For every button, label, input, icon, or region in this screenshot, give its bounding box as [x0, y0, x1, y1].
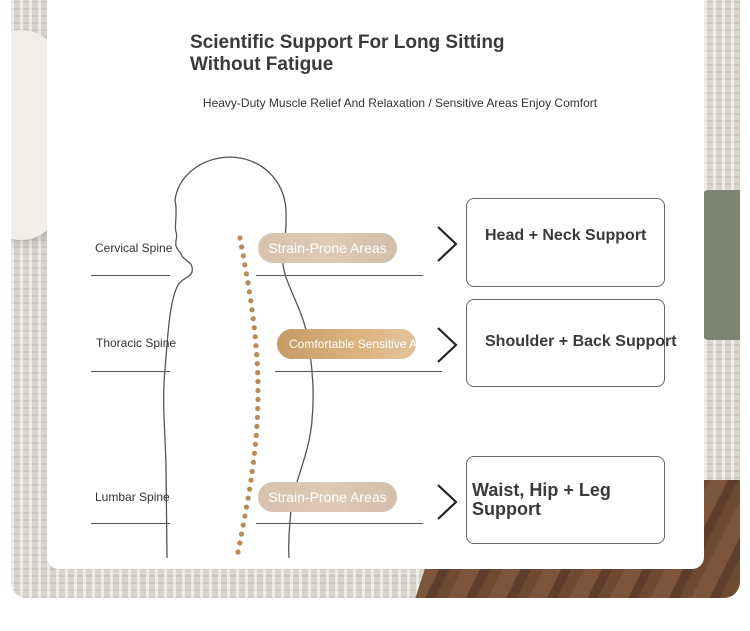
spine-dot: [237, 540, 243, 546]
spine-dot: [255, 405, 261, 412]
spine-dot: [240, 522, 246, 528]
support-box-head-neck: Head + Neck Support: [466, 198, 665, 287]
spine-dot: [248, 477, 254, 483]
spine-dot: [251, 450, 258, 456]
spine-dot: [250, 459, 256, 465]
spine-dot: [245, 495, 251, 501]
spine-dots: [235, 235, 261, 555]
page-title: Scientific Support For Long Sitting With…: [190, 32, 505, 75]
spine-dot: [247, 486, 253, 492]
support-label-head-neck: Head + Neck Support: [485, 227, 647, 244]
chevron-right-icon: [437, 226, 458, 262]
page-subtitle: Heavy-Duty Muscle Relief And Relaxation …: [202, 96, 598, 110]
spine-dot: [252, 334, 258, 340]
support-label-waist-hip-leg: Waist, Hip + Leg Support: [472, 480, 611, 519]
underline-cervical-right: [256, 275, 423, 276]
chevron-right-icon: [437, 327, 458, 363]
spine-dot: [254, 352, 260, 358]
underline-lumbar-right: [256, 523, 423, 524]
support-label-shoulder-back: Shoulder + Back Support: [485, 333, 677, 350]
support-box-waist-hip-leg: Waist, Hip + Leg Support: [466, 456, 665, 544]
silhouette-outline: [163, 156, 314, 559]
spine-dot: [248, 298, 254, 304]
pill-comfortable-sensitive: Comfortable Sensitive Areas: [277, 329, 416, 359]
spine-dot: [246, 289, 252, 295]
chevron-right-icon: [437, 484, 458, 520]
spine-dot: [242, 513, 248, 519]
background-sofa: [701, 190, 740, 340]
spine-dot: [255, 370, 261, 376]
spine-dot: [249, 468, 255, 474]
spine-dot: [252, 441, 258, 447]
spine-dot: [242, 262, 248, 268]
spine-dot: [255, 378, 261, 385]
spine-dot: [243, 271, 249, 277]
spine-dot: [245, 280, 251, 286]
spine-dot: [238, 531, 245, 537]
spine-dot: [254, 361, 260, 367]
spine-dot: [254, 414, 260, 420]
pill-strain-prone-lower: Strain-Prone Areas: [258, 482, 397, 512]
underline-thoracic-left: [91, 371, 170, 372]
spine-dot: [240, 253, 246, 259]
label-thoracic-spine: Thoracic Spine: [96, 336, 177, 350]
pill-strain-prone-upper: Strain-Prone Areas: [258, 233, 397, 263]
label-lumbar-spine: Lumbar Spine: [95, 490, 170, 504]
underline-cervical-left: [91, 275, 170, 276]
spine-dot: [235, 549, 241, 555]
spine-dot: [251, 325, 257, 331]
spine-dot: [254, 423, 260, 429]
label-cervical-spine: Cervical Spine: [95, 241, 173, 255]
support-box-shoulder-back: Shoulder + Back Support: [466, 299, 677, 387]
spine-dot: [243, 504, 250, 510]
spine-dot: [253, 432, 259, 438]
spine-dot: [253, 343, 259, 349]
spine-dot: [250, 316, 256, 322]
spine-dot: [255, 396, 261, 403]
underline-lumbar-left: [91, 523, 170, 524]
underline-thoracic-right: [275, 371, 442, 372]
spine-dot: [237, 235, 243, 241]
spine-dot: [249, 307, 255, 313]
spine-dot: [239, 244, 245, 250]
spine-dot: [255, 387, 261, 394]
